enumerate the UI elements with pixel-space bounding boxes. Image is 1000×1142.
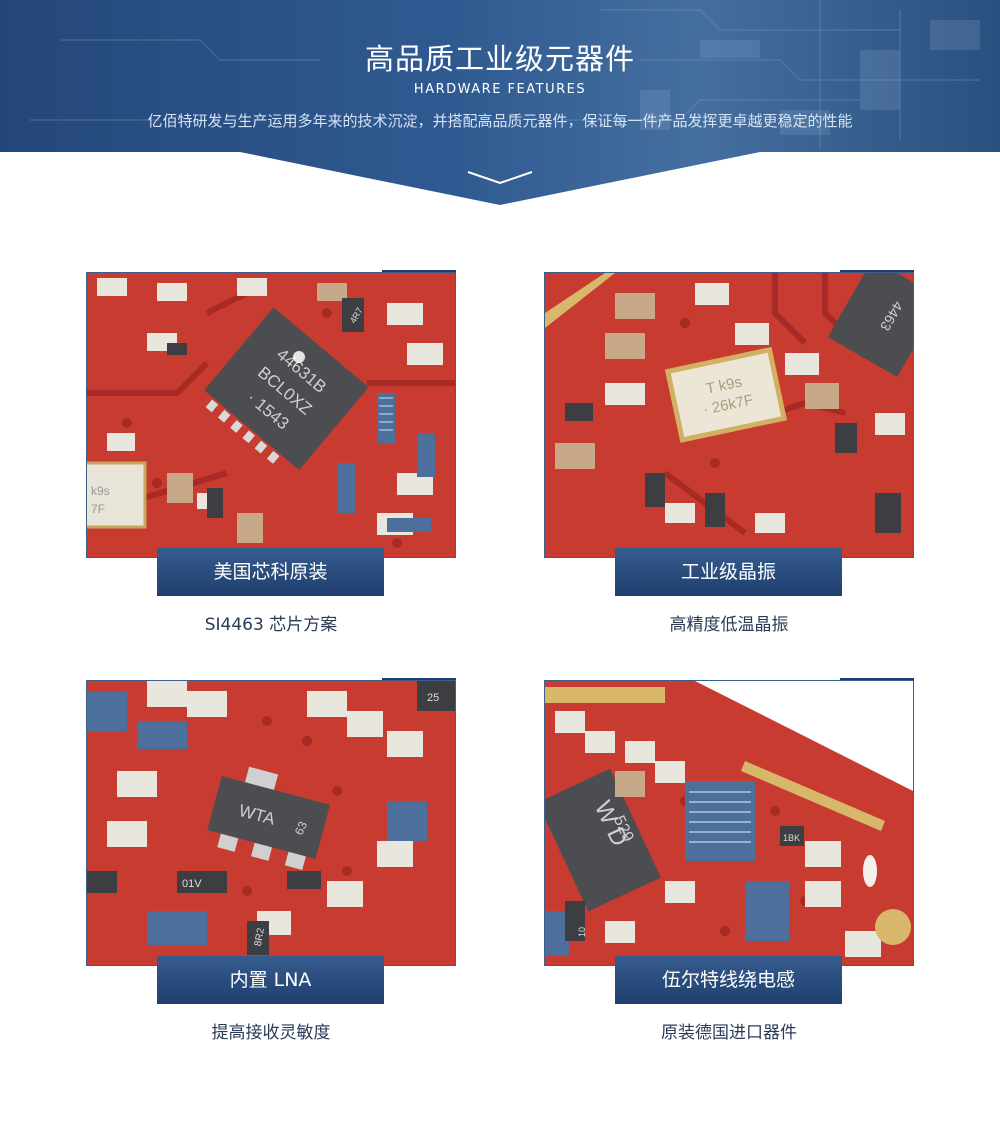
feature-title-box: 工业级晶振 <box>615 548 842 596</box>
feature-title-box: 美国芯科原装 <box>157 548 384 596</box>
page-title: 高品质工业级元器件 <box>364 42 635 76</box>
page-subtitle: HARDWARE FEATURES <box>413 82 587 97</box>
card-corner-accent <box>840 270 914 272</box>
page-description: 亿佰特研发与生产运用多年来的技术沉淀，并搭配高品质元器件，保证每一件产品发挥更卓… <box>147 112 853 130</box>
feature-image: WTA 63 01V 8R2 25 <box>86 680 456 966</box>
chevron-down-icon <box>467 171 533 185</box>
card-corner-accent <box>840 678 914 680</box>
chip-marking: 63 <box>292 819 310 837</box>
feature-image: T k9s · 26k7F 4463 <box>544 272 914 558</box>
banner-background <box>0 0 1000 205</box>
feature-image: W D 529 1BK 10 <box>544 680 914 966</box>
feature-image: 44631B BCL0XZ · 1543 k9s 7F 4R7 <box>86 272 456 558</box>
feature-card-chip: 44631B BCL0XZ · 1543 k9s 7F 4R7 美国芯科原装 S… <box>86 270 458 642</box>
feature-title-box: 内置 LNA <box>157 956 384 1004</box>
card-corner-accent <box>382 270 456 272</box>
feature-card-inductor: W D 529 1BK 10 伍尔特线绕电感 原装德国进口器件 <box>544 678 916 1050</box>
feature-title-box: 伍尔特线绕电感 <box>615 956 842 1004</box>
feature-card-crystal: T k9s · 26k7F 4463 工业级晶振 高精度低温晶振 <box>544 270 916 642</box>
resistor-marking: 8R2 <box>253 927 267 947</box>
feature-caption: SI4463 芯片方案 <box>204 615 338 635</box>
feature-caption: 提高接收灵敏度 <box>211 1023 331 1043</box>
header-banner: 高品质工业级元器件 HARDWARE FEATURES 亿佰特研发与生产运用多年… <box>0 0 1000 205</box>
resistor-marking: 01V <box>182 878 202 890</box>
crystal-marking: 7F <box>91 502 105 516</box>
resistor-marking: 25 <box>427 692 439 704</box>
crystal-marking: k9s <box>91 484 110 498</box>
feature-caption: 高精度低温晶振 <box>669 615 789 635</box>
card-corner-accent <box>382 678 456 680</box>
feature-card-lna: WTA 63 01V 8R2 25 内置 LNA 提高接收灵敏度 <box>86 678 458 1050</box>
resistor-marking: 10 <box>577 927 587 937</box>
feature-caption: 原装德国进口器件 <box>661 1023 797 1043</box>
resistor-marking: 1BK <box>783 833 800 843</box>
